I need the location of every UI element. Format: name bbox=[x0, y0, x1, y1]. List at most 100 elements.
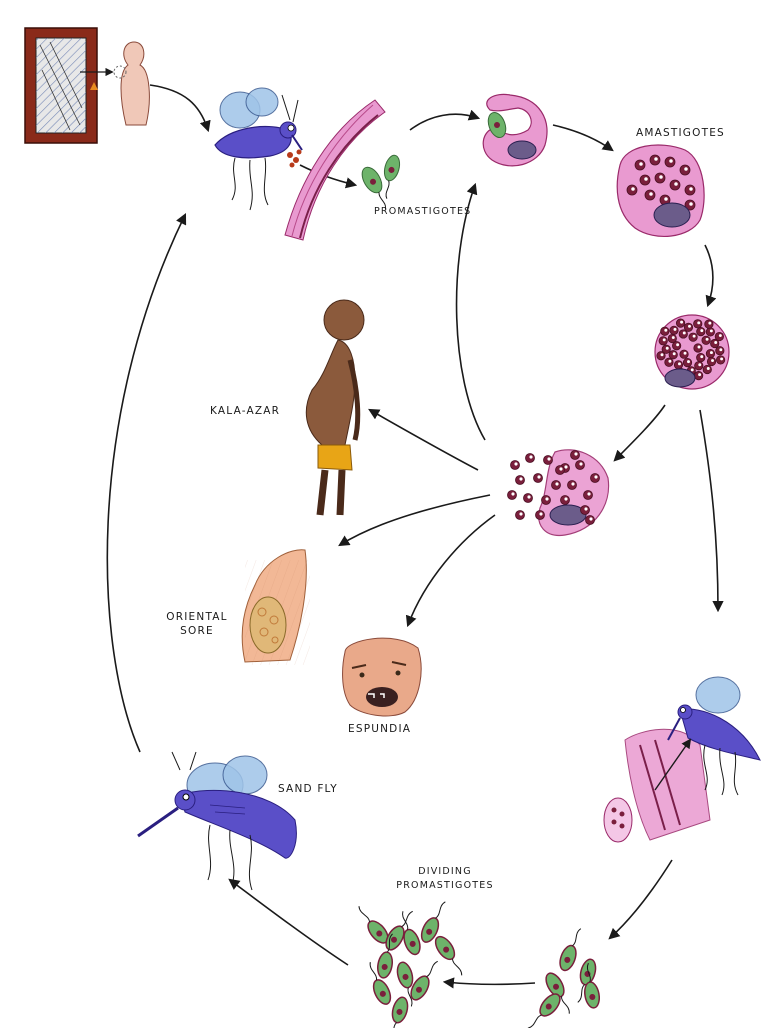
macrophage-engulfing bbox=[482, 93, 548, 167]
rupturing-cell bbox=[507, 449, 610, 536]
label-sand-fly: Sand Fly bbox=[278, 783, 338, 795]
amastigote-nucleus bbox=[714, 341, 718, 344]
amastigote-nucleus bbox=[669, 159, 673, 163]
amastigote-nucleus bbox=[659, 175, 663, 179]
amastigote-nucleus bbox=[688, 324, 691, 328]
dividing-promastigotes-cluster bbox=[358, 901, 463, 1028]
amastigote-nucleus bbox=[631, 187, 635, 191]
arrow-full-cell-down bbox=[613, 404, 666, 462]
sandfly-biting bbox=[214, 87, 303, 211]
promastigotes-top bbox=[361, 154, 401, 210]
amastigote-nucleus bbox=[719, 348, 723, 352]
amastigote-nucleus bbox=[680, 320, 684, 324]
amastigote-nucleus bbox=[718, 334, 722, 338]
amastigote-nucleus bbox=[692, 334, 696, 338]
amastigote-nucleus bbox=[700, 329, 704, 333]
amastigote-nucleus bbox=[700, 355, 704, 359]
amastigote-nucleus bbox=[689, 187, 693, 191]
amastigote-nucleus bbox=[539, 512, 543, 516]
doorway-illustration bbox=[24, 27, 98, 144]
label-dividing-line2: Promastigotes bbox=[396, 880, 494, 891]
amastigote-nucleus bbox=[537, 475, 541, 479]
promastigote bbox=[583, 962, 601, 1009]
amastigote-nucleus bbox=[720, 357, 724, 361]
amastigote-nucleus bbox=[584, 507, 588, 511]
amastigote-nucleus bbox=[687, 360, 690, 364]
amastigote-nucleus bbox=[705, 337, 709, 341]
amastigote-nucleus bbox=[564, 497, 568, 501]
amastigote-nucleus bbox=[689, 202, 693, 206]
promastigote bbox=[420, 901, 446, 943]
arrow-sandfly-up bbox=[106, 212, 187, 753]
skin-layer-top bbox=[284, 99, 386, 241]
amastigote-nucleus bbox=[668, 359, 672, 363]
arrow-to-kala-azar bbox=[368, 408, 479, 471]
amastigote-nucleus bbox=[698, 363, 702, 367]
amastigote-nucleus bbox=[676, 343, 680, 347]
amastigote-nucleus bbox=[639, 162, 643, 166]
arrow-to-espundia bbox=[405, 514, 496, 628]
label-oriental-sore-line1: Oriental bbox=[166, 611, 228, 623]
promastigote bbox=[527, 993, 561, 1028]
espundia-face bbox=[342, 637, 422, 717]
promastigote bbox=[434, 935, 463, 976]
ingested-cell bbox=[603, 797, 633, 843]
label-dividing-promastigotes: Dividing Promastigotes bbox=[385, 865, 505, 893]
amastigote-nucleus bbox=[664, 197, 668, 201]
amastigote-nucleus bbox=[649, 192, 653, 196]
promastigote bbox=[385, 910, 413, 951]
amastigote-nucleus bbox=[589, 517, 593, 521]
promastigote bbox=[389, 996, 409, 1028]
arrow-full-cell-to-fly bbox=[699, 409, 724, 613]
amastigote-nucleus bbox=[644, 177, 648, 181]
amastigotes-cell bbox=[616, 144, 705, 237]
amastigote-nucleus bbox=[697, 321, 701, 325]
amastigote-nucleus bbox=[709, 351, 713, 355]
oriental-sore-arm bbox=[241, 549, 310, 665]
label-promastigotes: Promastigotes bbox=[374, 206, 472, 217]
amastigote-nucleus bbox=[527, 495, 531, 499]
amastigote-nucleus bbox=[690, 368, 694, 372]
amastigote-nucleus bbox=[587, 492, 591, 496]
skin-layer-right bbox=[624, 728, 711, 841]
promastigote bbox=[358, 906, 389, 944]
arrow-amastigotes-down bbox=[704, 244, 717, 308]
amastigote-nucleus bbox=[706, 367, 710, 370]
amastigote-nucleus bbox=[678, 362, 681, 366]
amastigote-nucleus bbox=[574, 452, 578, 456]
kala-azar-child bbox=[305, 299, 365, 516]
arrow-to-oriental-sore bbox=[338, 494, 491, 547]
promastigotes-bottom-right bbox=[527, 928, 601, 1028]
amastigote-nucleus bbox=[697, 345, 701, 349]
amastigote-nucleus bbox=[682, 331, 686, 335]
promastigote bbox=[559, 928, 582, 972]
amastigote-nucleus bbox=[594, 475, 598, 479]
amastigote-nucleus bbox=[698, 373, 702, 377]
arrow-to-macrophage bbox=[409, 109, 481, 131]
promastigote bbox=[396, 961, 414, 1007]
amastigote-nucleus bbox=[665, 346, 669, 350]
arrow-to-amastigotes bbox=[552, 124, 614, 152]
released-amastigotes bbox=[507, 450, 600, 525]
label-oriental-sore-line2: Sore bbox=[180, 625, 214, 637]
label-amastigotes: Amastigotes bbox=[636, 127, 725, 139]
sandfly-feeding bbox=[654, 676, 761, 796]
label-dividing-line1: Dividing bbox=[418, 866, 472, 877]
arrow-fly-right-down bbox=[608, 859, 673, 940]
amastigote-parasites bbox=[626, 154, 696, 211]
amastigote-nucleus bbox=[708, 321, 712, 325]
label-espundia: Espundia bbox=[348, 723, 412, 735]
amastigote-nucleus bbox=[711, 359, 714, 363]
amastigote-nucleus bbox=[660, 353, 664, 357]
amastigote-nucleus bbox=[529, 455, 533, 459]
amastigote-nucleus bbox=[571, 482, 575, 486]
arrow-fly-to-promastigotes bbox=[299, 164, 358, 189]
infected-cell-full bbox=[654, 314, 730, 390]
arrow-to-dividing bbox=[442, 977, 536, 989]
promastigote bbox=[410, 960, 438, 1001]
amastigote-nucleus bbox=[519, 477, 523, 481]
amastigote-nucleus bbox=[559, 467, 563, 471]
amastigote-nucleus bbox=[564, 465, 568, 469]
arrow-to-sandfly bbox=[228, 878, 349, 966]
